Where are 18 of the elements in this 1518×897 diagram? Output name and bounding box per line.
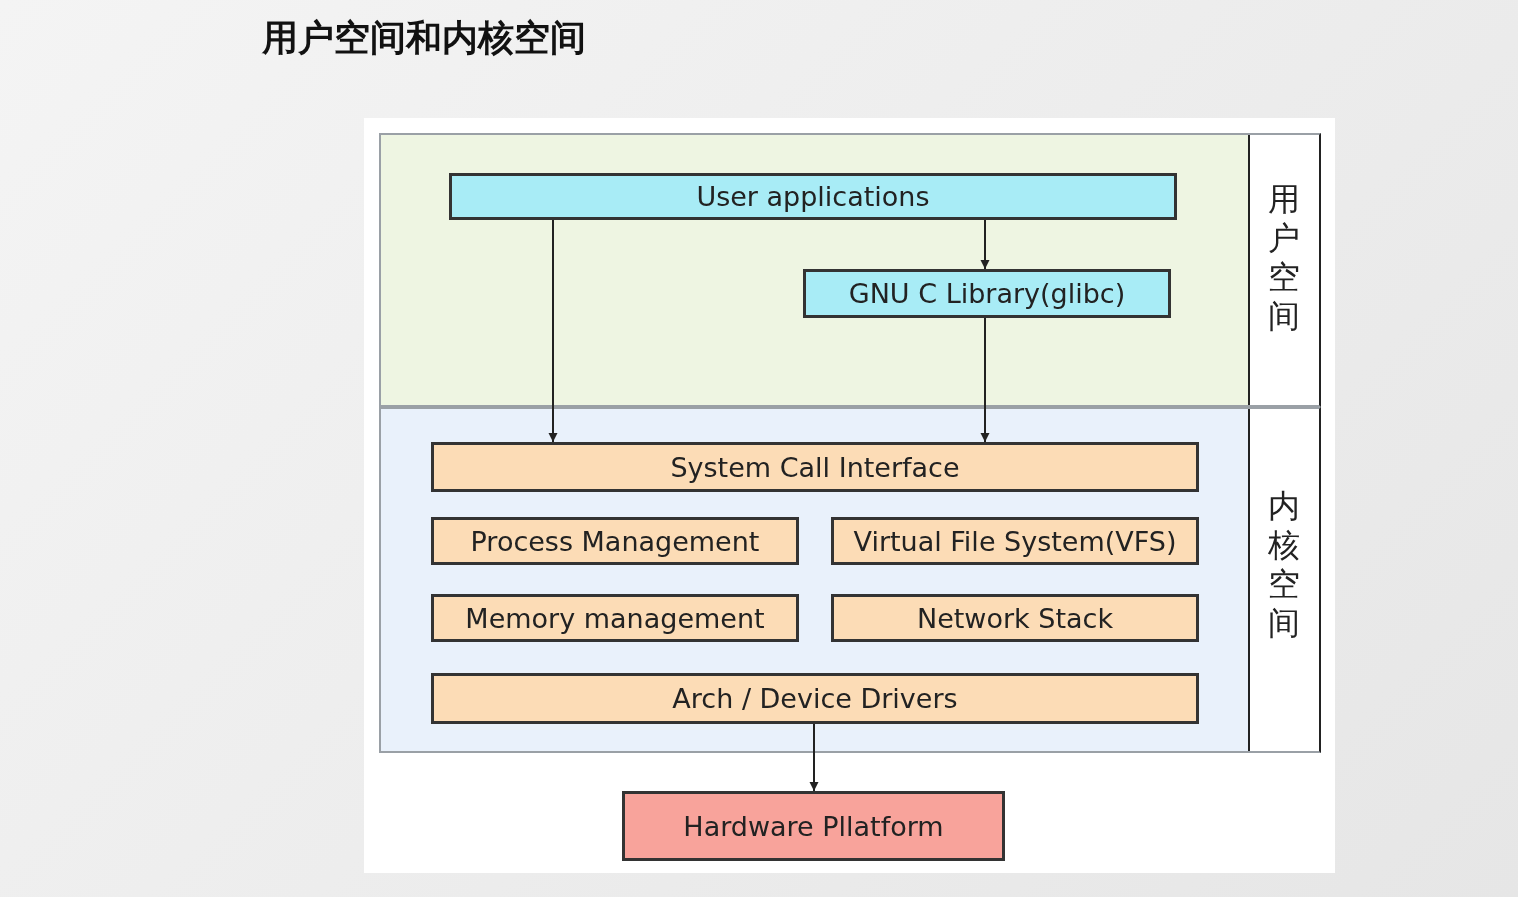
arrow — [980, 219, 990, 270]
arrow — [980, 317, 990, 443]
process-box: Process Management — [431, 517, 799, 565]
process-box: System Call Interface — [431, 442, 1199, 492]
arrow — [809, 723, 819, 792]
process-box: Network Stack — [831, 594, 1199, 642]
arrow — [548, 219, 558, 443]
user-space-band — [379, 133, 1321, 407]
side-label: 用户空间 — [1267, 180, 1301, 336]
process-box: GNU C Library(glibc) — [803, 269, 1171, 318]
process-box: Hardware Pllatform — [622, 791, 1005, 861]
title: 用户空间和内核空间 — [262, 16, 586, 60]
process-box: Virtual File System(VFS) — [831, 517, 1199, 565]
process-box: User applications — [449, 173, 1177, 220]
process-box: Memory management — [431, 594, 799, 642]
kernel-space-band — [379, 407, 1321, 753]
process-box: Arch / Device Drivers — [431, 673, 1199, 724]
side-label: 内核空间 — [1267, 487, 1301, 643]
